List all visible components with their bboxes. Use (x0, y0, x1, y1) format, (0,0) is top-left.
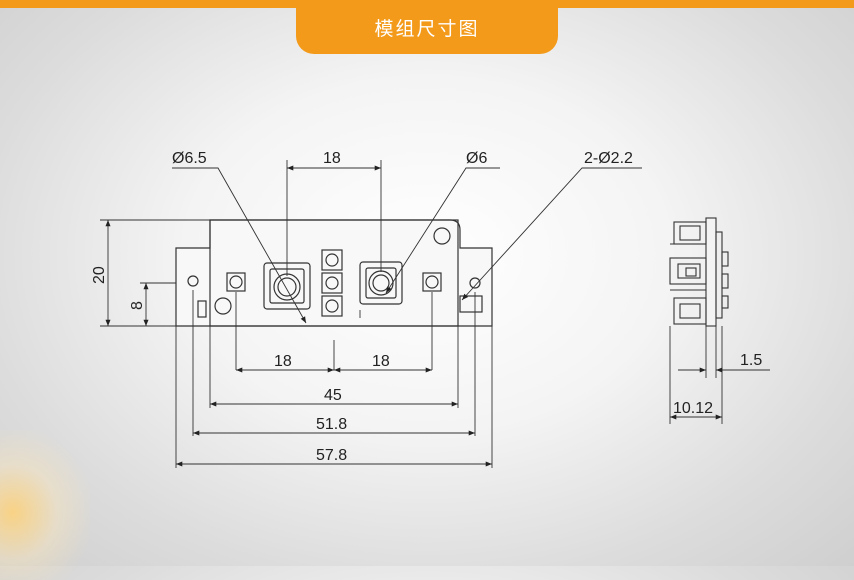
dim-width-total: 57.8 (316, 447, 347, 464)
mount-hole-right (469, 277, 481, 289)
dim-depth: 10.12 (673, 400, 713, 417)
dimension-drawing: Ø6.5 18 Ø6 2-Ø2.2 20 8 18 18 45 51.8 57.… (91, 150, 770, 468)
dim-width-mount: 51.8 (316, 416, 347, 433)
mount-hole-left (187, 275, 199, 287)
dim-hole-small: Ø6 (466, 150, 487, 167)
dim-mount-holes: 2-Ø2.2 (584, 150, 633, 167)
dim-spacing-left: 18 (274, 353, 292, 370)
dim-spacing-right: 18 (372, 353, 390, 370)
module-body-outline (209, 219, 459, 327)
dim-spacing-top: 18 (323, 150, 341, 167)
dim-height-offset: 8 (129, 301, 146, 310)
decorative-glow (0, 430, 90, 580)
dim-height-total: 20 (91, 266, 108, 284)
dim-hole-large: Ø6.5 (172, 150, 207, 167)
front-view (175, 219, 493, 327)
dim-thickness: 1.5 (740, 352, 762, 369)
side-pcb (705, 217, 717, 327)
side-view (669, 217, 729, 327)
dim-width-body: 45 (324, 387, 342, 404)
page-title: 模组尺寸图 (296, 0, 558, 54)
